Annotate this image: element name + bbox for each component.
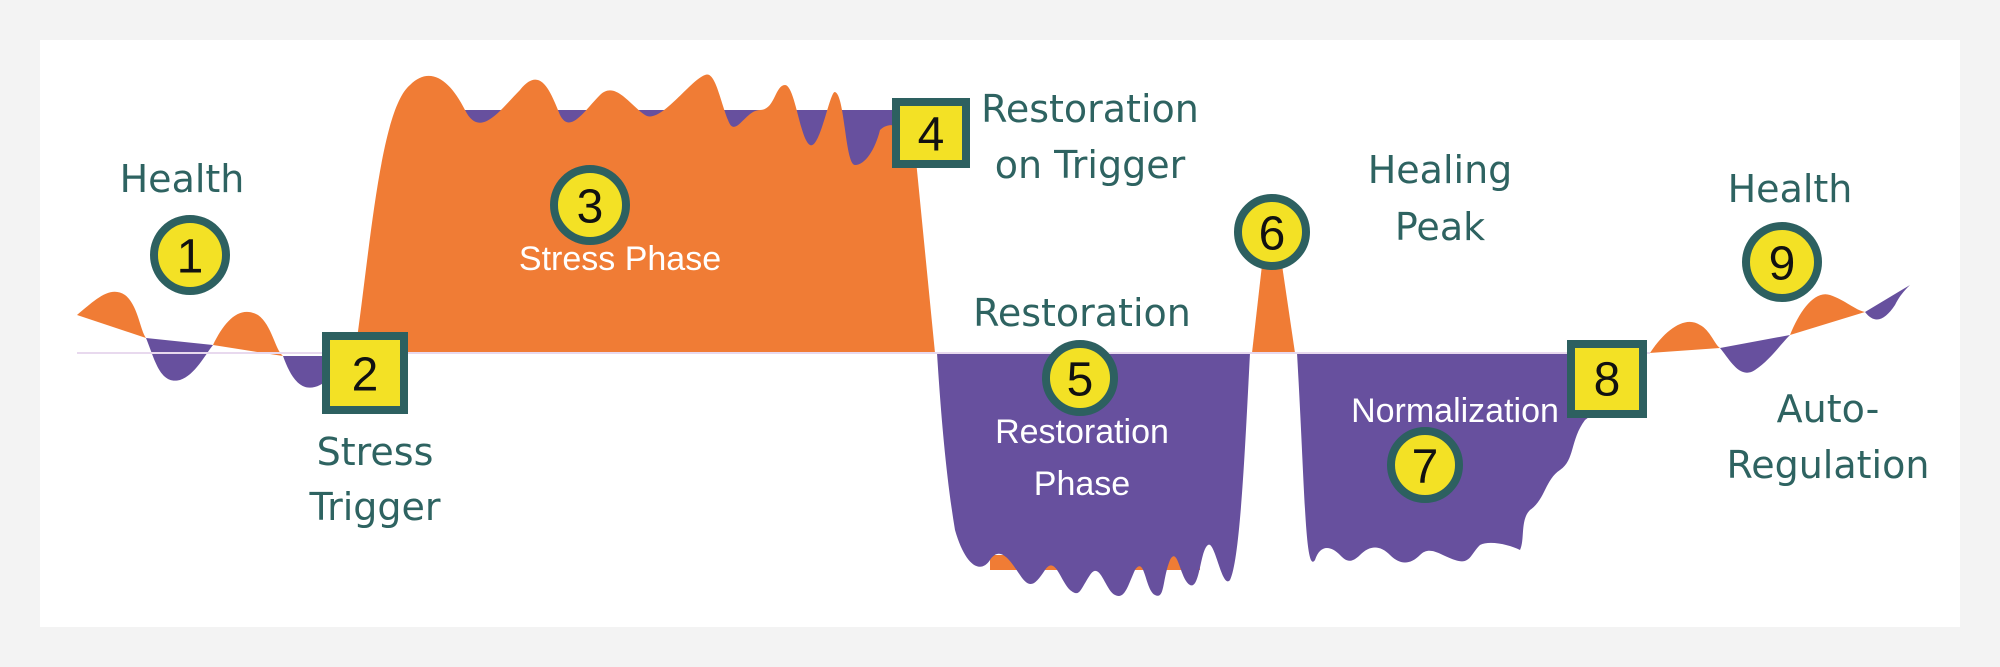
badge-7: 7: [1387, 427, 1463, 503]
healing-peak-spike: [1252, 265, 1295, 353]
badge-2: 2: [322, 332, 408, 414]
badge-5: 5: [1042, 340, 1118, 416]
badge-8: 8: [1567, 340, 1647, 418]
label-on-trigger: on Trigger: [995, 143, 1186, 187]
badge-1: 1: [150, 215, 230, 295]
autoregulation-wave-purple: [1720, 285, 1910, 373]
label-restoration-phase-1: Restoration: [995, 413, 1169, 451]
stress-phase-area: [355, 74, 935, 353]
svg-text:3: 3: [577, 181, 604, 234]
badge-3: 3: [550, 165, 630, 245]
label-healing: Healing: [1368, 148, 1513, 192]
label-normalization: Normalization: [1351, 392, 1559, 430]
label-auto: Auto-: [1777, 387, 1880, 431]
svg-text:6: 6: [1259, 208, 1286, 261]
autoregulation-wave-orange: [1650, 294, 1865, 353]
svg-text:5: 5: [1067, 354, 1094, 407]
label-regulation: Regulation: [1727, 443, 1930, 487]
label-health-right: Health: [1728, 167, 1853, 211]
restoration-phase-area: [937, 353, 1250, 596]
label-restoration: Restoration: [973, 291, 1191, 335]
label-restoration-on: Restoration: [981, 87, 1199, 131]
badge-9: 9: [1742, 222, 1822, 302]
svg-text:2: 2: [352, 349, 379, 402]
badge-6: 6: [1234, 194, 1310, 270]
health-wave-purple: [146, 338, 340, 388]
badge-4: 4: [892, 98, 970, 168]
svg-text:9: 9: [1769, 238, 1796, 291]
label-peak: Peak: [1395, 205, 1485, 249]
label-restoration-phase-2: Phase: [1034, 465, 1130, 503]
svg-text:4: 4: [918, 109, 945, 162]
label-trigger: Trigger: [308, 485, 440, 529]
svg-text:7: 7: [1412, 441, 1439, 494]
health-wave-orange: [77, 291, 283, 356]
label-stress: Stress: [317, 430, 434, 474]
label-stress-phase: Stress Phase: [519, 240, 721, 278]
svg-text:1: 1: [177, 231, 204, 284]
svg-text:8: 8: [1594, 354, 1621, 407]
label-health-left: Health: [120, 157, 245, 201]
